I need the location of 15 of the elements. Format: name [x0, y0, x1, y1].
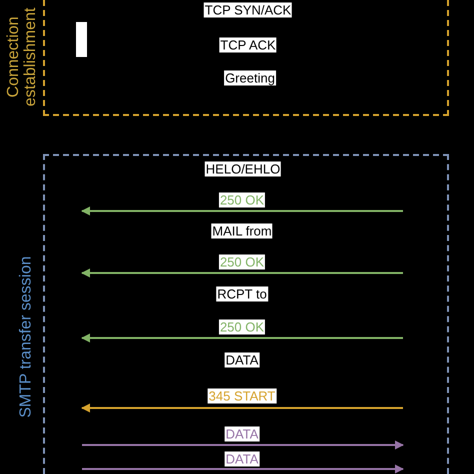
message-label: HELO/EHLO — [204, 162, 282, 176]
message-label: DATA — [224, 452, 260, 466]
message-label: DATA — [224, 352, 260, 368]
message-label: 250 OK — [218, 192, 266, 208]
message-label: 250 OK — [218, 254, 266, 270]
message-label: DATA — [224, 426, 260, 442]
message-label: TCP ACK — [219, 38, 277, 52]
message-label: 250 OK — [218, 320, 266, 334]
group-title: Connection establishment — [5, 6, 39, 108]
message-label: Greeting — [224, 70, 276, 86]
message-label: TCP SYN/ACK — [204, 2, 292, 18]
message-label: 345 START — [208, 388, 276, 404]
group-title: SMTP transfer session — [18, 255, 34, 420]
message-label: RCPT to — [216, 286, 268, 302]
message-label: MAIL from — [211, 224, 273, 238]
